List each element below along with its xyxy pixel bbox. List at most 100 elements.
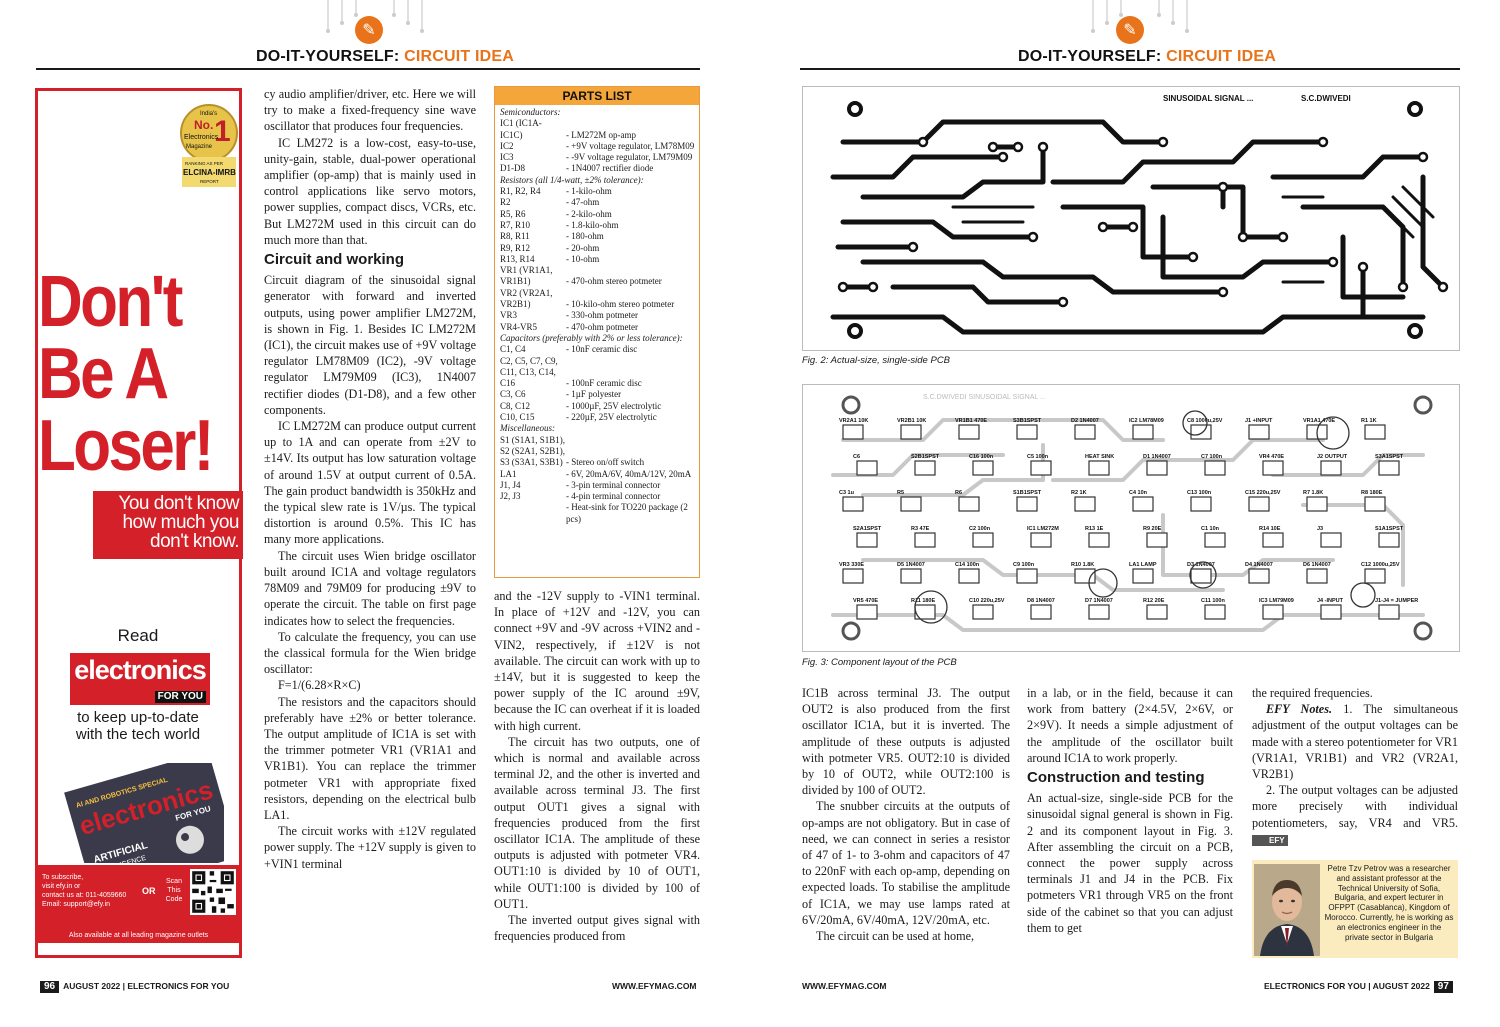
part-desc: - 2-kilo-ohm: [566, 208, 612, 219]
component-footprint: [1306, 568, 1328, 584]
component-footprint: [1074, 424, 1096, 440]
parts-row: R9, R12- 20-ohm: [500, 243, 695, 254]
component-label: S3A1SPST: [1375, 454, 1404, 460]
electrolytic-capacitor-icon: [1088, 568, 1118, 598]
parts-row: C8, C12- 1000µF, 25V electrolytic: [500, 401, 695, 412]
part-desc: - 220µF, 25V electrolytic: [566, 412, 657, 423]
component-label: C10 220u,25V: [969, 598, 1005, 604]
efy-note-2: 2. The output voltages can be adjusted m…: [1252, 783, 1458, 830]
paragraph: IC1B across terminal J3. The output OUT2…: [802, 686, 1010, 798]
parts-row: R7, R10- 1.8-kilo-ohm: [500, 220, 695, 231]
parts-row: R1, R2, R4- 1-kilo-ohm: [500, 186, 695, 197]
part-desc: - Heat-sink for TO220 package (2 pcs): [566, 502, 688, 524]
paragraph: The circuit has two outputs, one of whic…: [494, 734, 700, 911]
ad-uptodate-line: to keep up-to-date: [77, 709, 199, 726]
paragraph: and the -12V supply to -VIN1 terminal. I…: [494, 589, 700, 733]
component-footprint: [1378, 604, 1400, 620]
component-label: R13 1E: [1085, 526, 1104, 532]
component-footprint: [1088, 604, 1110, 620]
component-footprint: [1030, 532, 1052, 548]
badge-line-2: No.: [194, 118, 213, 132]
parts-row: C10, C15 - 220µF, 25V electrolytic: [500, 412, 695, 423]
efy-note-1: 1. The simultaneous adjustment of the ou…: [1252, 702, 1458, 782]
ad-subscribe-line: contact us at: 011-4059660: [42, 892, 127, 899]
header-rule: [36, 68, 700, 70]
component-footprint: [1262, 604, 1284, 620]
component-footprint: [1248, 496, 1270, 512]
parts-row: J1, J4- 3-pin terminal connector: [500, 480, 695, 491]
part-ref: IC1C): [500, 129, 523, 140]
component-label: C5 100n: [1027, 454, 1049, 460]
component-footprint: [900, 424, 922, 440]
part-ref: C2, C5, C7, C9,: [500, 355, 558, 366]
footer-issue: AUGUST 2022 | ELECTRONICS FOR YOU: [63, 981, 230, 991]
author-photo: [1254, 864, 1320, 956]
circuit-decoration: [326, 0, 424, 33]
left-page: ✎ DO-IT-YOURSELF: CIRCUIT IDEA India's N…: [35, 0, 700, 993]
part-ref: C16: [500, 378, 516, 389]
component-label: R8 180E: [1361, 490, 1383, 496]
efy-end-tag: EFY: [1252, 834, 1288, 846]
paragraph: The circuit works with ±12V regulated po…: [264, 824, 476, 871]
part-ref: R8, R11: [500, 231, 530, 242]
component-footprint: [1364, 496, 1386, 512]
part-ref: C10, C15: [500, 412, 535, 423]
ad-or-label: OR: [142, 886, 156, 896]
component-footprint: [1320, 532, 1342, 548]
ad-subscribe-box[interactable]: To subscribe, visit efy.in or contact us…: [38, 865, 239, 943]
efy-subscription-ad[interactable]: India's No. 1 Electronics Magazine RANKI…: [35, 88, 243, 958]
component-label: R2 1K: [1071, 490, 1087, 496]
parts-row: S2 (S2A1, S2B1),: [500, 446, 695, 457]
component-footprint: [1074, 496, 1096, 512]
part-desc: - 470-ohm potmeter: [566, 321, 638, 332]
section-heading: Circuit and working: [264, 251, 405, 269]
component-layout-figure: S.C.DWIVEDI SINUSOIDAL SIGNAL ... VR2A1 …: [802, 384, 1460, 652]
component-label: C14 100n: [955, 562, 980, 568]
part-ref: S2 (S2A1, S2B1),: [500, 445, 566, 456]
footer-url[interactable]: WWW.EFYMAG.COM: [612, 981, 697, 991]
component-footprint: [914, 460, 936, 476]
parts-row: R2- 47-ohm: [500, 197, 695, 208]
pcb-title: SINUSOIDAL SIGNAL ...: [1163, 94, 1253, 103]
component-label: D1 1N4007: [1143, 454, 1171, 460]
paragraph: the required frequencies.: [1252, 686, 1373, 700]
pcb-author: S.C.DWIVEDI: [1301, 94, 1351, 103]
page-number: 96: [40, 981, 60, 993]
parts-section-label: Resistors (all 1/4-watt, ±2% tolerance):: [500, 174, 644, 185]
component-footprint: [1030, 604, 1052, 620]
parts-row: R8, R11- 180-ohm: [500, 231, 695, 242]
section-header: DO-IT-YOURSELF: CIRCUIT IDEA: [256, 48, 514, 66]
component-label: VR2A1 10K: [839, 418, 868, 424]
fig3-caption: Fig. 3: Component layout of the PCB: [802, 657, 957, 668]
badge-line-4: Electronics: [184, 134, 219, 141]
qr-code-icon[interactable]: [190, 869, 236, 915]
part-ref: R1, R2, R4: [500, 186, 541, 197]
component-footprint: [1248, 568, 1270, 584]
electrolytic-capacitor-icon: [914, 590, 948, 624]
badge-line-8: REPORT: [200, 179, 219, 184]
paragraph: Circuit diagram of the sinusoidal signal…: [264, 273, 476, 417]
ad-tagline-line: You don't know: [118, 493, 239, 514]
component-label: S3B1SPST: [1013, 418, 1042, 424]
component-label: VR1A1 470E: [1303, 418, 1335, 424]
footer-url[interactable]: WWW.EFYMAG.COM: [802, 981, 887, 991]
part-ref: LA1: [500, 468, 517, 479]
component-footprint: [856, 532, 878, 548]
part-ref: [500, 502, 566, 525]
component-label: C7 100n: [1201, 454, 1223, 460]
article-column-1: cy audio amplifier/driver, etc. Here we …: [264, 86, 476, 872]
component-footprint: [1320, 460, 1342, 476]
part-ref: S3 (S3A1, S3B1): [500, 457, 563, 468]
ad-headline-line: Loser!: [38, 406, 214, 486]
parts-row: IC1 (IC1A-: [500, 118, 695, 129]
component-footprint: [1030, 460, 1052, 476]
component-label: IC1 LM272M: [1027, 526, 1059, 532]
pcb-figure: SINUSOIDAL SIGNAL ... S.C.DWIVEDI: [802, 86, 1460, 351]
part-ref: R5, R6: [500, 208, 526, 219]
parts-row: - Heat-sink for TO220 package (2 pcs): [500, 502, 695, 525]
header-kicker: DO-IT-YOURSELF:: [256, 48, 405, 65]
part-desc: [566, 288, 695, 299]
component-footprint: [842, 496, 864, 512]
